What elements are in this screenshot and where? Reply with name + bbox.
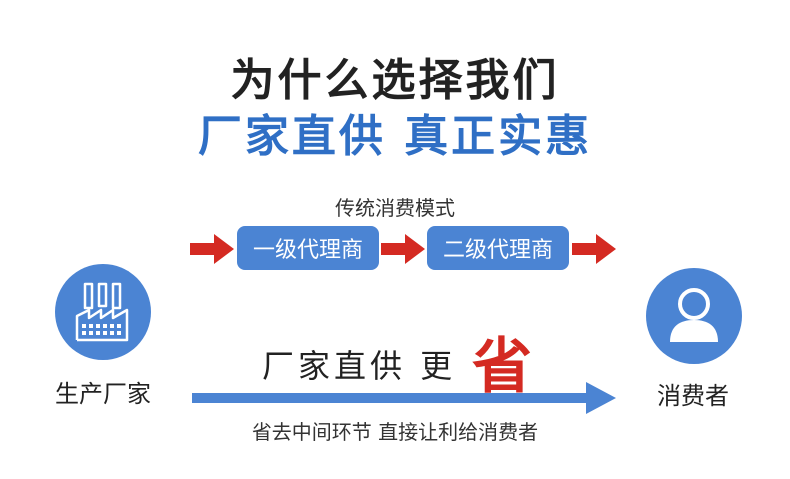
second-level-agent-label: 二级代理商 bbox=[442, 238, 553, 263]
factory-icon bbox=[75, 282, 129, 342]
direct-supply-text: 厂家直供 更 bbox=[262, 347, 457, 385]
producer-label: 生产厂家 bbox=[55, 380, 151, 408]
first-level-agent-label: 一级代理商 bbox=[252, 238, 363, 263]
arrow-right-icon bbox=[381, 234, 425, 264]
person-icon bbox=[670, 288, 718, 342]
arrow-right-icon bbox=[572, 234, 616, 264]
page-subtitle: 厂家直供 真正实惠 bbox=[197, 111, 593, 162]
page-title: 为什么选择我们 bbox=[230, 55, 560, 106]
arrow-right-icon bbox=[190, 234, 234, 264]
first-level-agent-box: 一级代理商 bbox=[237, 226, 379, 270]
consumer-circle bbox=[646, 268, 742, 364]
consumer-label: 消费者 bbox=[657, 382, 729, 410]
second-level-agent-box: 二级代理商 bbox=[427, 226, 569, 270]
save-emphasis-text: 省 bbox=[472, 332, 532, 402]
producer-circle bbox=[55, 264, 151, 360]
traditional-mode-label: 传统消费模式 bbox=[335, 196, 455, 220]
savings-note: 省去中间环节 直接让利给消费者 bbox=[251, 420, 539, 444]
direct-flow-arrow-icon bbox=[192, 382, 616, 414]
